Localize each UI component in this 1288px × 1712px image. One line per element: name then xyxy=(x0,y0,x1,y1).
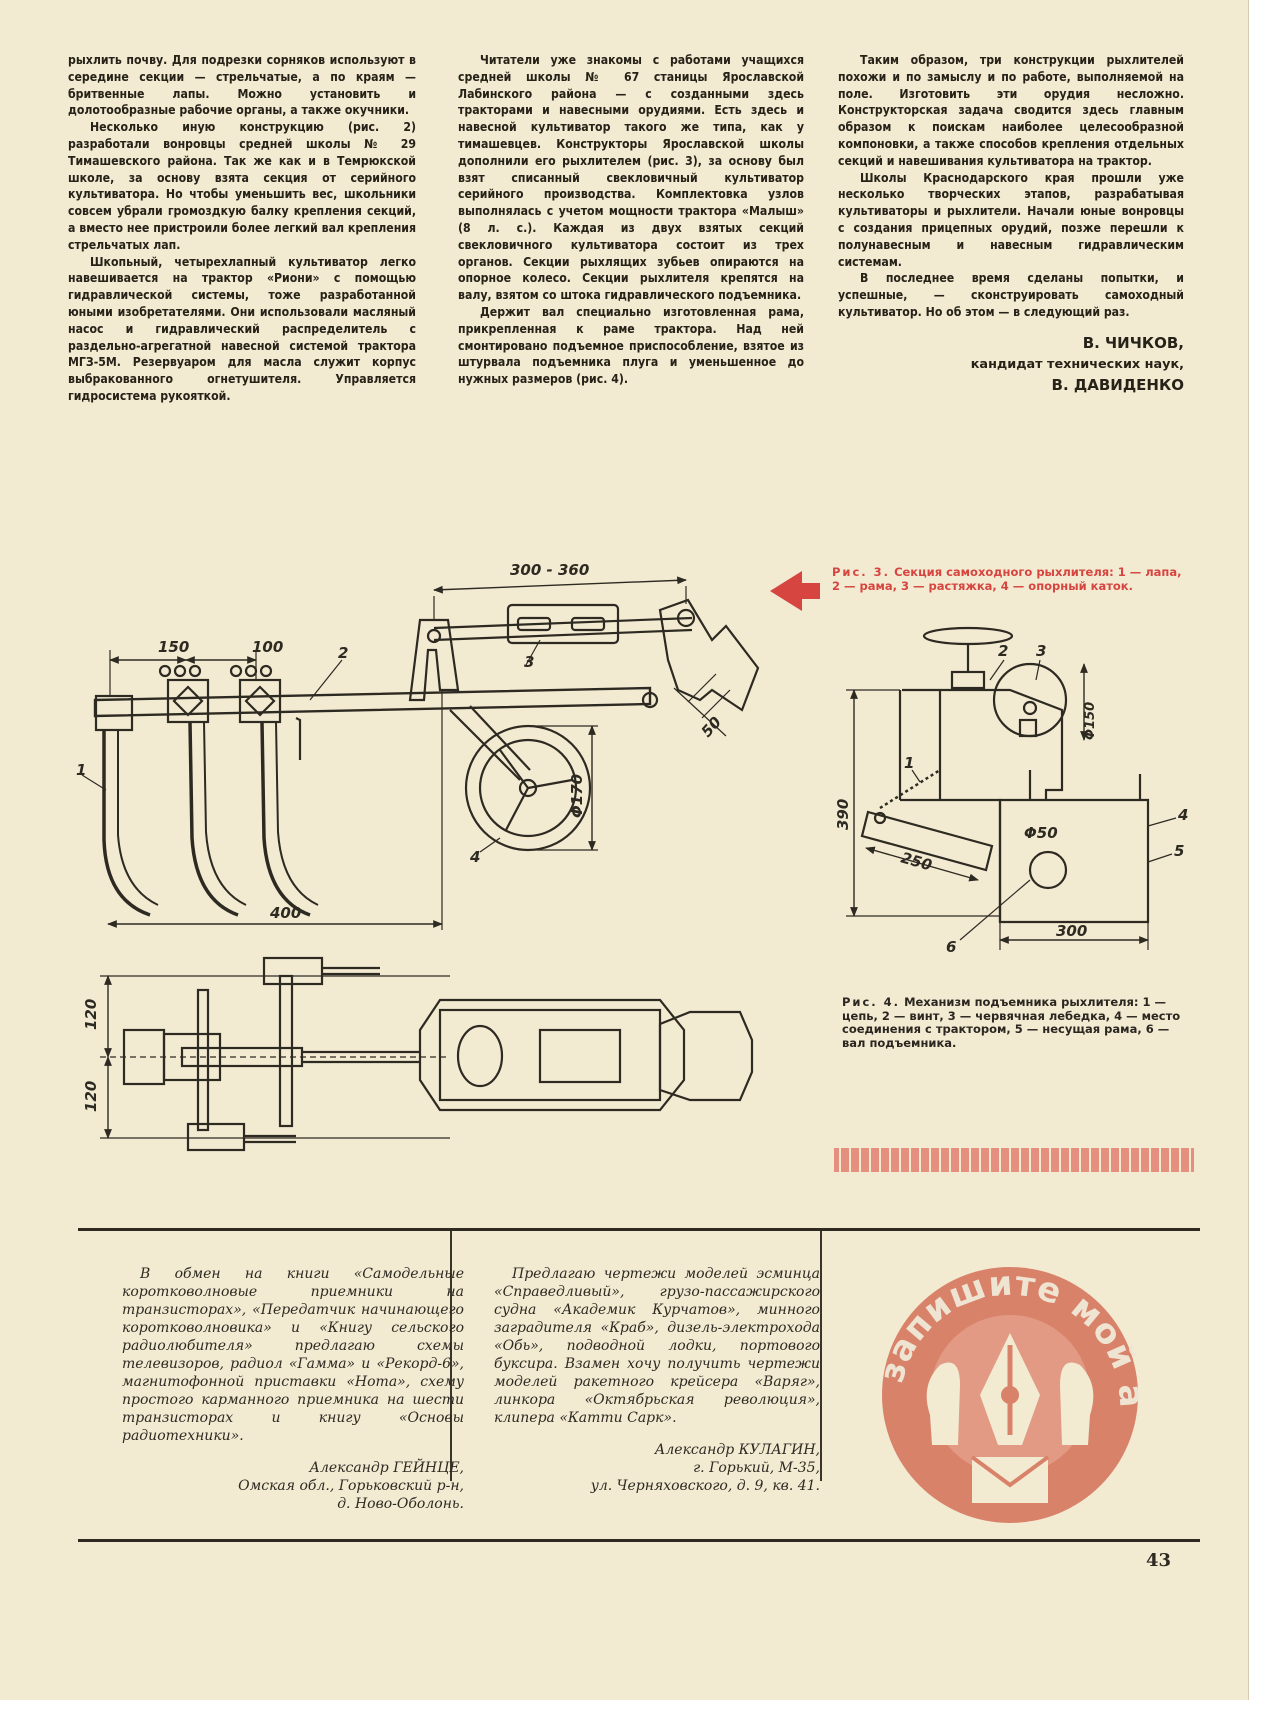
ad-divider-1 xyxy=(450,1231,452,1481)
author-chichkov: В. ЧИЧКОВ, xyxy=(1082,333,1184,352)
label-2-frame: 2 xyxy=(338,644,348,662)
ad2-text: Предлагаю чертежи моделей эсминца «Справ… xyxy=(494,1266,820,1426)
dim-phi-50: Φ50 xyxy=(1024,824,1058,842)
ad2-author: Александр КУЛАГИН, г. Горький, М-35, ул.… xyxy=(494,1441,820,1495)
dim-50: 50 xyxy=(698,713,725,741)
reader-exchange-box: В обмен на книги «Самодельные коротковол… xyxy=(78,1228,1200,1542)
author-davidenko: В. ДАВИДЕНКО xyxy=(1051,375,1184,394)
label-5-frame: 5 xyxy=(1174,842,1184,860)
dim-phi-170: Φ170 xyxy=(568,774,586,818)
figure-4-caption-text: Механизм подъемника рыхлителя: 1 — цепь,… xyxy=(842,995,1181,1050)
dim-100: 100 xyxy=(252,638,283,656)
figure-3-caption-text: Секция самоходного рыхлителя: 1 — лапа, … xyxy=(832,565,1182,593)
page-number: 43 xyxy=(1146,1550,1172,1571)
ad1-author: Александр ГЕЙНЦЕ, Омская обл., Горьковск… xyxy=(122,1459,464,1513)
label-4-tractor-mount: 4 xyxy=(1177,806,1188,824)
ad1-address-line-1: Омская обл., Горьковский р-н, xyxy=(238,1478,464,1494)
col2-paragraph-1: Читатели уже знакомы с работами учащихся… xyxy=(458,53,804,303)
col1-paragraph-3: Шкопьный, четырехлапный культиватор легк… xyxy=(68,254,416,403)
figure-4-caption-lead: Рис. 4. xyxy=(842,995,901,1009)
ad1-name: Александр ГЕЙНЦЕ, xyxy=(309,1460,464,1476)
dim-390: 390 xyxy=(834,799,852,830)
ad1-text: В обмен на книги «Самодельные коротковол… xyxy=(122,1266,464,1444)
ad2-address-line-1: г. Горький, М-35, xyxy=(693,1460,820,1476)
col3-paragraph-2: Школы Краснодарского края прошли уже нес… xyxy=(838,170,1184,269)
col3-paragraph-3: В последнее время сделаны попытки, и усп… xyxy=(838,271,1184,319)
ad2-address-line-2: ул. Черняховского, д. 9, кв. 41. xyxy=(590,1478,820,1494)
figure-4-caption: Рис. 4. Механизм подъемника рыхлителя: 1… xyxy=(842,995,1190,1050)
dim-250: 250 xyxy=(899,849,934,875)
article-column-1: рыхлить почву. Для подрезки сорняков исп… xyxy=(68,52,416,405)
author-role: кандидат технических наук, xyxy=(970,356,1184,372)
label-3-winch: 3 xyxy=(1036,642,1046,660)
label-1-tine: 1 xyxy=(76,761,86,779)
dim-300: 300 xyxy=(1056,922,1087,940)
label-2-screw: 2 xyxy=(998,642,1008,660)
label-6-shaft: 6 xyxy=(946,938,956,956)
decorative-stripe-bar xyxy=(834,1148,1194,1172)
dim-phi-150: Φ150 xyxy=(1083,702,1098,740)
technical-drawings: 300 - 360 150 100 400 50 Φ170 1 2 3 4 xyxy=(76,561,1194,1172)
ad2-name: Александр КУЛАГИН, xyxy=(654,1442,820,1458)
col2-paragraph-2: Держит вал специально изготовленная рама… xyxy=(458,304,804,387)
article-signature: В. ЧИЧКОВ, кандидат технических наук, В.… xyxy=(838,333,1184,396)
col1-paragraph-2: Несколько иную конструкцию (рис. 2) разр… xyxy=(68,120,416,252)
ad1-address-line-2: д. Ново-Оболонь. xyxy=(337,1496,464,1512)
dim-120-top: 120 xyxy=(82,999,100,1030)
figure-4-lift-mechanism xyxy=(846,626,1177,950)
write-my-address-stamp-icon: запишите мой адрес xyxy=(860,1245,1150,1523)
ad-divider-2 xyxy=(820,1231,822,1481)
figure-3-side-view-labels: 300 - 360 150 100 400 50 Φ170 1 2 3 4 xyxy=(76,561,725,922)
label-1-chain: 1 xyxy=(904,754,914,772)
figure-3-top-view xyxy=(100,956,754,1152)
dim-120-bottom: 120 xyxy=(82,1081,100,1112)
dim-300-360: 300 - 360 xyxy=(510,561,589,579)
magazine-page: рыхлить почву. Для подрезки сорняков исп… xyxy=(0,0,1249,1700)
col3-paragraph-1: Таким образом, три конструкции рыхлителе… xyxy=(838,53,1184,168)
dim-150: 150 xyxy=(158,638,189,656)
label-3-turnbuckle: 3 xyxy=(524,653,534,671)
dim-400: 400 xyxy=(269,904,301,922)
label-4-roller: 4 xyxy=(469,848,480,866)
figure-3-caption-lead: Рис. 3. xyxy=(832,565,891,579)
col1-paragraph-1: рыхлить почву. Для подрезки сорняков исп… xyxy=(68,53,416,118)
figure-3-caption: Рис. 3. Секция самоходного рыхлителя: 1 … xyxy=(832,565,1192,593)
article-column-3: Таким образом, три конструкции рыхлителе… xyxy=(838,52,1184,396)
figure-3-top-view-labels: 120 120 xyxy=(82,999,100,1112)
figure-3-side-view xyxy=(81,576,760,930)
reader-ad-kulagin: Предлагаю чертежи моделей эсминца «Справ… xyxy=(494,1265,820,1495)
red-pointer-arrow-icon xyxy=(770,571,820,611)
reader-ad-geintse: В обмен на книги «Самодельные коротковол… xyxy=(122,1265,464,1513)
article-column-2: Читатели уже знакомы с работами учащихся… xyxy=(458,52,804,388)
